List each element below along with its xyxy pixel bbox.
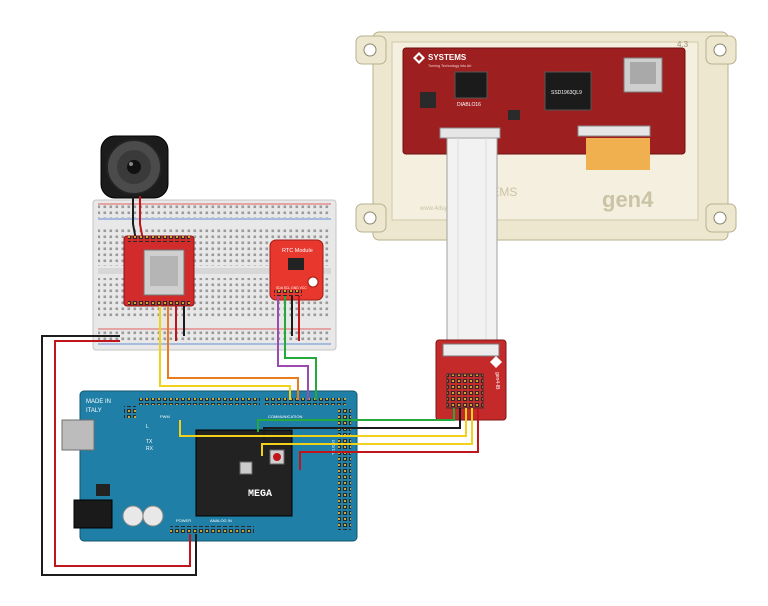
- speaker-highlight: [129, 162, 133, 166]
- display-size-label: 4.3: [677, 40, 689, 49]
- mount-hole: [713, 43, 727, 57]
- rx-label: RX: [146, 446, 154, 452]
- ribbon-cable: [446, 137, 498, 361]
- arduino-mega: MADE IN ITALY MEGA TX RX L PWM COMMUNICA…: [61, 390, 358, 542]
- microsd-card-contact: [630, 62, 656, 84]
- power-analog-header: [170, 526, 254, 533]
- power-label: POWER: [176, 518, 191, 523]
- breadboard-bottom-rail: [98, 330, 331, 343]
- analog-in-label: ANALOG IN: [210, 518, 232, 523]
- icsp-header: [124, 406, 136, 418]
- adapter-label: gen4-IB: [494, 372, 500, 390]
- speaker-wire-red: [139, 196, 144, 241]
- digital-header: [338, 408, 351, 530]
- lcd-fpc-connector: [577, 125, 651, 137]
- digital-label: DIGITAL: [331, 440, 336, 456]
- pwm-label: PWM: [160, 414, 170, 419]
- speaker: [100, 135, 169, 199]
- communication-label: COMMUNICATION: [268, 414, 302, 419]
- ssd1963-chip-label: SSD1963QL9: [551, 90, 582, 96]
- mp3-top-pins: [128, 236, 190, 242]
- communication-header: [264, 398, 346, 405]
- tx-label: TX: [146, 439, 153, 445]
- mount-hole: [713, 211, 727, 225]
- mount-hole: [363, 43, 377, 57]
- wire-green-rtc-scl: [284, 296, 317, 400]
- diablo16-chip-label: DIABLO16: [457, 102, 481, 108]
- crystal: [239, 461, 253, 475]
- wire-black-ground: [41, 335, 197, 576]
- rtc-chip: [288, 258, 304, 270]
- rtc-pin-labels: SDA SCL GND VCC: [276, 286, 307, 290]
- wire-yellow-display-rx: [261, 408, 473, 456]
- adapter-fpc-connector: [442, 343, 500, 357]
- rtc-title: RTC Module: [282, 248, 313, 254]
- reset-button-cap: [273, 453, 281, 461]
- mount-hole: [363, 211, 377, 225]
- display-model-mark: gen4: [602, 187, 654, 212]
- country-label: ITALY: [86, 408, 102, 414]
- mp3-sd-contact: [150, 256, 178, 286]
- regulator: [96, 484, 110, 496]
- display-tagline: Turning Technology into Art: [428, 64, 471, 68]
- adapter-header: [446, 373, 484, 409]
- power-jack: [73, 499, 113, 529]
- wire-orange-mp3-rx: [167, 306, 299, 400]
- usb-port: [61, 419, 95, 451]
- rtc-header: [274, 290, 302, 296]
- wire-red-display-vcc: [299, 408, 479, 470]
- display-brand: SYSTEMS: [428, 53, 467, 62]
- rtc-module: RTC Module SDA SCL GND VCC: [269, 239, 324, 301]
- diablo16-chip: [454, 71, 488, 99]
- wire-yellow-mp3-tx: [159, 306, 291, 400]
- lcd-flex-cable: [586, 138, 650, 170]
- breadboard-center-channel: [98, 268, 331, 274]
- wire-yellow-display-tx: [179, 408, 467, 437]
- model-label: MEGA: [248, 489, 272, 500]
- regulator: [420, 92, 436, 108]
- pwm-header: [138, 398, 260, 405]
- wire-purple-rtc-sda: [277, 296, 309, 400]
- display-module: SYSTEMS Turning Technology into Art 4.3 …: [355, 31, 737, 241]
- mp3-module: [123, 235, 195, 307]
- capacitor: [142, 505, 164, 527]
- l-label: L: [146, 424, 149, 430]
- wire-red-power: [54, 340, 191, 567]
- ssd1963-chip: [544, 71, 592, 111]
- made-in-label: MADE IN: [86, 399, 111, 405]
- rtc-mount-hole: [307, 276, 319, 288]
- breadboard-top-rail: [98, 205, 331, 218]
- adapter-logo: [490, 356, 502, 368]
- gen4-ib-adapter: gen4-IB: [435, 339, 507, 421]
- capacitor: [122, 505, 144, 527]
- small-ic: [508, 110, 520, 120]
- mp3-bottom-pins: [128, 300, 190, 306]
- wire-black-display-gnd: [263, 408, 461, 440]
- wire-green-display: [257, 408, 455, 432]
- ribbon-connector: [439, 127, 501, 139]
- speaker-dust-cap: [127, 160, 141, 174]
- brand-logo: [413, 52, 425, 64]
- speaker-wire-black: [132, 196, 137, 241]
